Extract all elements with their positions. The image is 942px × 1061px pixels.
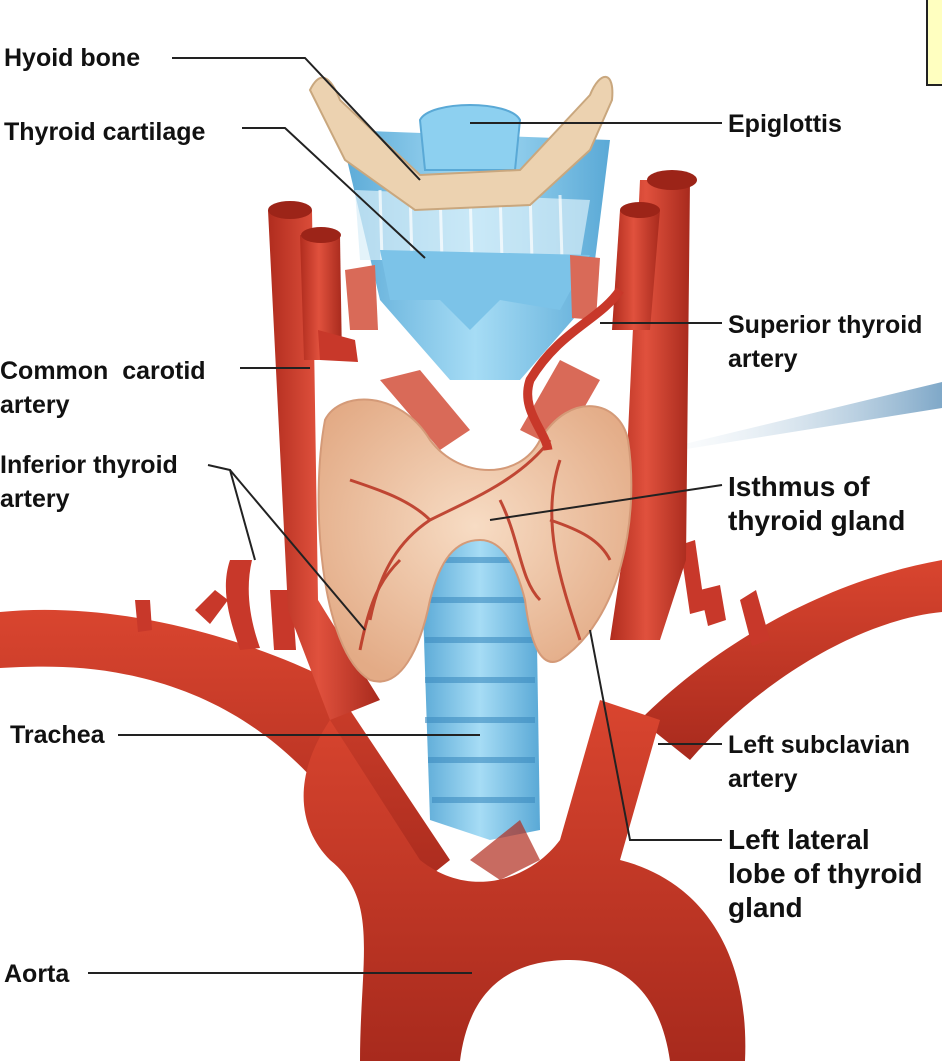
label-common-carotid-artery: Common carotid artery <box>0 357 206 419</box>
thyroid-gland-shape <box>317 398 633 683</box>
label-trachea: Trachea <box>10 721 105 749</box>
note-box <box>926 0 942 86</box>
label-aorta: Aorta <box>4 960 70 988</box>
label-inferior-thyroid-artery: Inferior thyroid artery <box>0 451 178 513</box>
label-isthmus-of-thyroid-gland: Isthmus of thyroid gland <box>728 471 906 536</box>
aorta-shape <box>303 700 746 1061</box>
label-hyoid-bone: Hyoid bone <box>4 44 141 72</box>
callout-wedge <box>618 382 942 460</box>
label-left-subclavian-artery: Left subclavian artery <box>728 731 910 793</box>
label-left-lateral-lobe: Left lateral lobe of thyroid gland <box>728 824 923 923</box>
left-common-carotid <box>610 180 690 640</box>
right-common-carotid <box>268 210 380 720</box>
label-thyroid-cartilage: Thyroid cartilage <box>4 118 206 146</box>
leader-lines <box>88 57 723 974</box>
label-epiglottis: Epiglottis <box>728 110 842 138</box>
left-subclavian-artery <box>640 560 942 760</box>
label-superior-thyroid-artery: Superior thyroid artery <box>728 311 923 373</box>
